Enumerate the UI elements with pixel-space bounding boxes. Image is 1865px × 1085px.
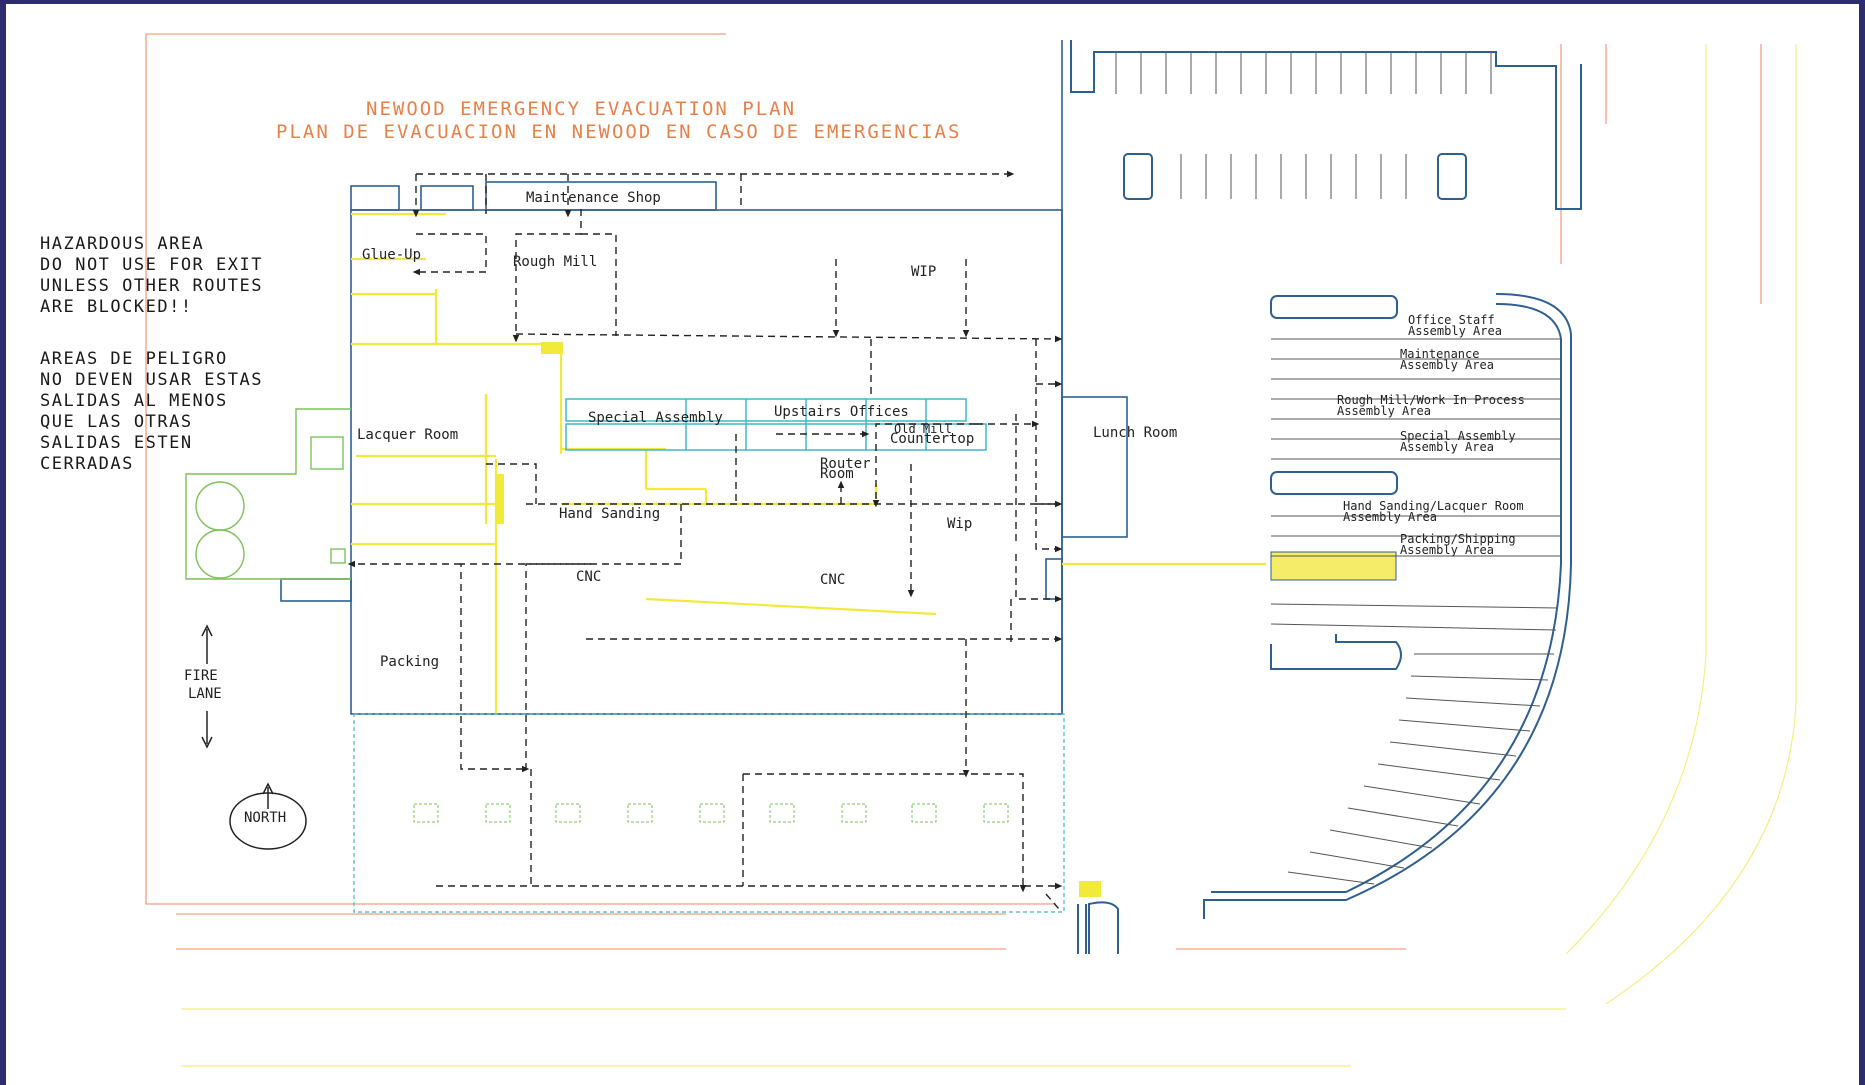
title-line-spanish: PLAN DE EVACUACION EN NEWOOD EN CASO DE … — [276, 121, 962, 143]
yellow-fill-2 — [496, 474, 504, 524]
assembly-area-sub: Assembly Area — [1337, 404, 1431, 418]
assembly-area-name: Special Assembly — [1400, 429, 1516, 443]
room-rough-mill: Rough Mill — [513, 254, 598, 270]
yellow-fill-4 — [1079, 881, 1101, 897]
column-grid — [413, 803, 1009, 823]
room-router-2: Room — [820, 466, 854, 482]
north-compass — [229, 782, 307, 850]
assembly-area-maintenance: Maintenance Assembly Area — [1400, 347, 1494, 372]
offices-cyan — [565, 398, 987, 451]
assembly-area-rough-mill-wip: Rough Mill/Work In Process Assembly Area — [1337, 393, 1525, 418]
parking-lot — [1070, 40, 1582, 954]
fire-lane-arrows — [201, 624, 213, 749]
room-special-assembly: Special Assembly — [588, 410, 723, 426]
hazard-area-green — [185, 408, 351, 580]
hazard-line: QUE LAS OTRAS — [40, 412, 193, 432]
assembly-area-name: Office Staff — [1408, 313, 1495, 327]
room-wip-top: WIP — [911, 264, 937, 280]
parking-stripes — [1115, 52, 1561, 885]
yellow-fill-1 — [541, 342, 563, 354]
hazard-line: HAZARDOUS AREA — [40, 234, 205, 254]
assembly-area-office-staff: Office Staff Assembly Area — [1408, 313, 1502, 338]
room-hand-sanding: Hand Sanding — [559, 506, 661, 522]
assembly-area-name: Maintenance — [1400, 347, 1480, 361]
assembly-area-sub: Assembly Area — [1400, 440, 1494, 454]
hazard-note-spanish: AREAS DE PELIGRO NO DEVEN USAR ESTAS SAL… — [40, 349, 263, 475]
room-countertop: Countertop — [890, 431, 975, 447]
hazard-line: AREAS DE PELIGRO — [40, 349, 228, 369]
yellow-fill-3 — [1270, 551, 1397, 581]
fire-lane-label-1: FIRE — [184, 668, 218, 684]
room-maintenance-shop: Maintenance Shop — [526, 190, 661, 206]
hazard-line: ARE BLOCKED!! — [40, 297, 193, 317]
assembly-area-sub: Assembly Area — [1400, 543, 1494, 557]
floor-plan-drawing — [145, 33, 1797, 1067]
assembly-area-hand-sanding-lacquer: Hand Sanding/Lacquer Room Assembly Area — [1343, 499, 1524, 524]
assembly-area-sub: Assembly Area — [1400, 358, 1494, 372]
site-boundary — [145, 33, 1762, 950]
assembly-area-sub: Assembly Area — [1408, 324, 1502, 338]
assembly-area-sub: Assembly Area — [1343, 510, 1437, 524]
room-packing: Packing — [380, 654, 440, 670]
room-cnc-left: CNC — [576, 569, 602, 585]
fire-lane-label-2: LANE — [188, 686, 222, 702]
hazard-line: SALIDAS AL MENOS — [40, 391, 228, 411]
assembly-area-packing-shipping: Packing/Shipping Assembly Area — [1400, 532, 1516, 557]
room-lunch-room: Lunch Room — [1093, 425, 1178, 441]
room-glue-up: Glue-Up — [362, 247, 422, 263]
hazard-line: UNLESS OTHER ROUTES — [40, 276, 263, 296]
hazard-line: DO NOT USE FOR EXIT — [40, 255, 263, 275]
north-label: NORTH — [244, 810, 287, 826]
room-lacquer-room: Lacquer Room — [357, 427, 459, 443]
hazard-note-english: HAZARDOUS AREA DO NOT USE FOR EXIT UNLES… — [40, 234, 263, 318]
hazard-line: NO DEVEN USAR ESTAS — [40, 370, 263, 390]
assembly-area-name: Hand Sanding/Lacquer Room — [1343, 499, 1524, 513]
outer-yellow-lines — [181, 44, 1797, 1067]
room-upstairs-offices: Upstairs Offices — [774, 404, 909, 420]
room-router-1: Router — [820, 456, 871, 472]
assembly-area-name: Packing/Shipping — [1400, 532, 1516, 546]
assembly-area-name: Rough Mill/Work In Process — [1337, 393, 1525, 407]
room-old-mill: Old Mill — [894, 422, 952, 436]
lower-building-cyan — [353, 713, 1065, 913]
assembly-area-special-assembly: Special Assembly Assembly Area — [1400, 429, 1516, 454]
room-cnc-right: CNC — [820, 572, 846, 588]
hazard-line: CERRADAS — [40, 454, 134, 474]
room-wip-mid: Wip — [947, 516, 973, 532]
evacuation-plan-sheet: NEWOOD EMERGENCY EVACUATION PLAN PLAN DE… — [6, 4, 1859, 1085]
hazard-line: SALIDAS ESTEN — [40, 433, 193, 453]
evacuation-routes — [347, 170, 1063, 910]
title-line-english: NEWOOD EMERGENCY EVACUATION PLAN — [366, 98, 797, 120]
